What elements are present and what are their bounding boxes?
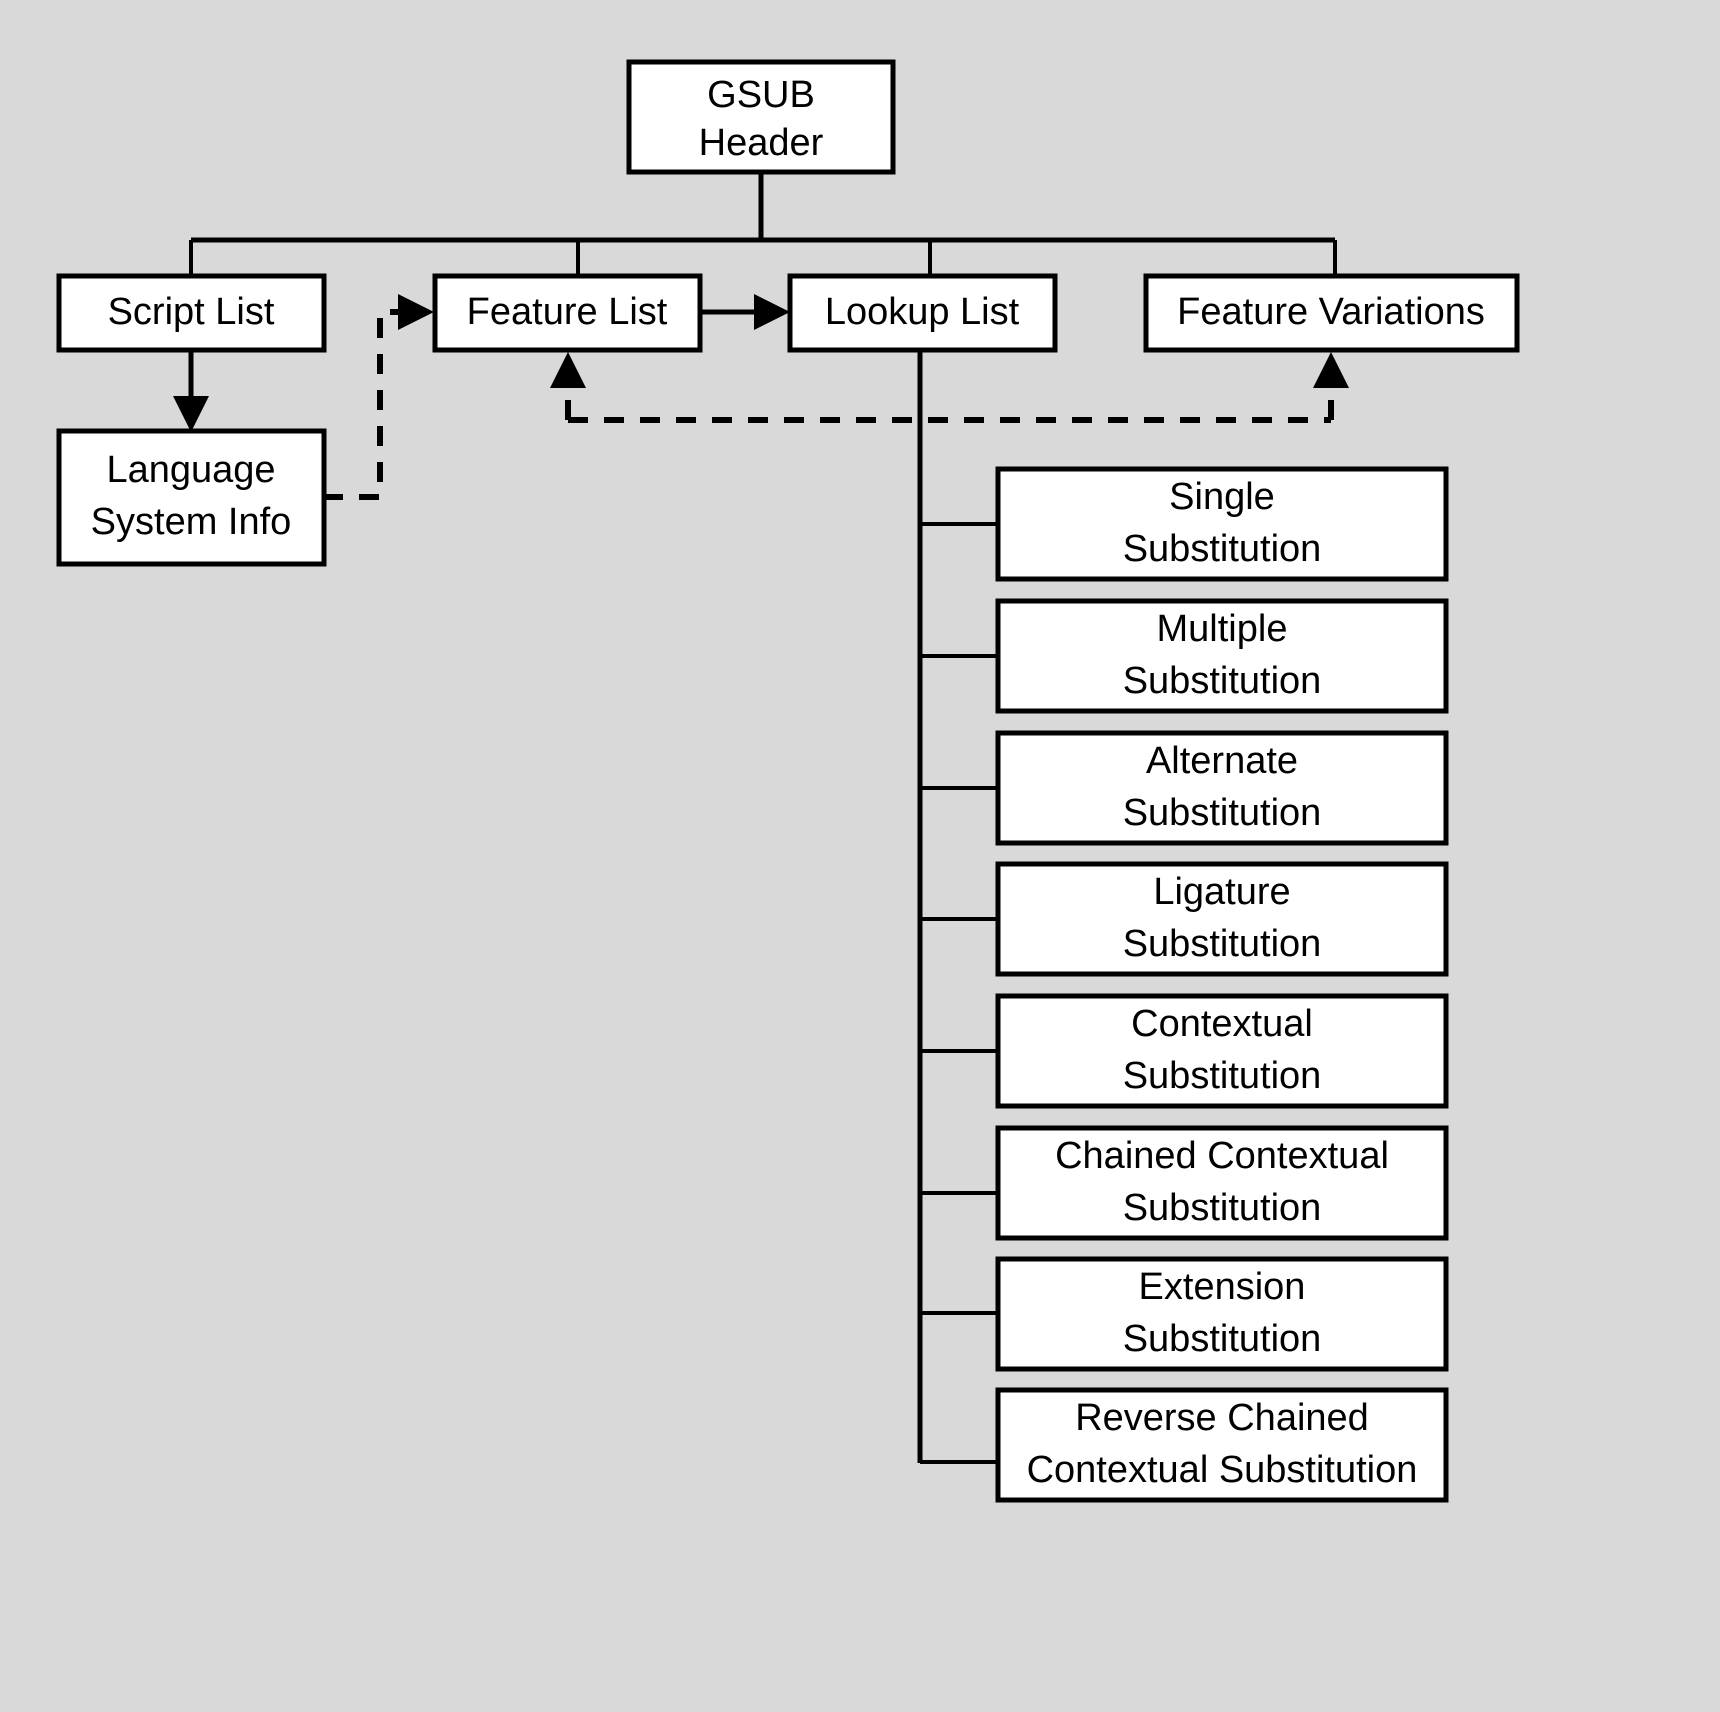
lookup-type-box <box>995 1387 1449 1503</box>
lookup-type-label-line2: Substitution <box>1123 1318 1322 1360</box>
lookup-type-box <box>995 466 1449 582</box>
node-feature-list[interactable]: Feature List <box>432 273 703 353</box>
node-feature-variations[interactable]: Feature Variations <box>1143 273 1520 353</box>
arrowhead-right-feature-list <box>398 294 434 330</box>
lookup-type-label-line1: Single <box>1169 476 1275 518</box>
node-lookup-type-multiple-substitution[interactable]: Multiple Substitution <box>995 598 1449 714</box>
lookup-type-label-line1: Reverse Chained <box>1075 1397 1369 1439</box>
node-gsub-header[interactable]: GSUB Header <box>626 59 896 175</box>
node-lookup-type-reverse-chained-contextual-substitution[interactable]: Reverse Chained Contextual Substitution <box>995 1387 1449 1503</box>
lookup-list-label: Lookup List <box>825 291 1020 333</box>
arrowhead-up-feature-list <box>550 352 586 388</box>
language-system-info-label-line1: Language <box>106 449 275 491</box>
node-script-list[interactable]: Script List <box>56 273 327 353</box>
gsub-header-box <box>626 59 896 175</box>
lookup-type-label-line2: Substitution <box>1123 923 1322 965</box>
lookup-type-box <box>995 993 1449 1109</box>
lookup-type-label-line2: Substitution <box>1123 792 1322 834</box>
node-lookup-type-ligature-substitution[interactable]: Ligature Substitution <box>995 861 1449 977</box>
lookup-type-label-line1: Alternate <box>1146 740 1298 782</box>
feature-variations-box <box>1143 273 1520 353</box>
lookup-type-box <box>995 730 1449 846</box>
node-lookup-type-alternate-substitution[interactable]: Alternate Substitution <box>995 730 1449 846</box>
arrowhead-up-feature-variations <box>1313 352 1349 388</box>
script-list-box <box>56 273 327 353</box>
node-lookup-type-extension-substitution[interactable]: Extension Substitution <box>995 1256 1449 1372</box>
language-system-info-label-line2: System Info <box>91 501 292 543</box>
lookup-type-label-line2: Contextual Substitution <box>1027 1449 1418 1491</box>
lookup-type-label-line1: Extension <box>1139 1266 1306 1308</box>
gsub-header-label-line1: GSUB <box>707 74 815 116</box>
lookup-type-box <box>995 1125 1449 1241</box>
lookup-type-label-line1: Chained Contextual <box>1055 1135 1389 1177</box>
script-list-label: Script List <box>108 291 275 333</box>
lookup-type-box <box>995 1256 1449 1372</box>
language-system-info-box <box>56 428 327 567</box>
lookup-type-label-line1: Ligature <box>1153 871 1290 913</box>
lookup-type-box <box>995 598 1449 714</box>
lookup-list-box <box>787 273 1058 353</box>
lookup-type-label-line2: Substitution <box>1123 1187 1322 1229</box>
connector-language-system-info-to-feature-list <box>323 309 406 500</box>
lookup-type-label-line1: Multiple <box>1157 608 1288 650</box>
lookup-type-box <box>995 861 1449 977</box>
arrowhead-right-lookup-list <box>754 294 790 330</box>
feature-list-label: Feature List <box>467 291 668 333</box>
gsub-header-label-line2: Header <box>699 122 824 164</box>
feature-variations-label: Feature Variations <box>1177 291 1485 333</box>
lookup-type-label-line2: Substitution <box>1123 660 1322 702</box>
node-lookup-type-single-substitution[interactable]: Single Substitution <box>995 466 1449 582</box>
feature-list-box <box>432 273 703 353</box>
lookup-type-label-line2: Substitution <box>1123 1055 1322 1097</box>
node-lookup-list[interactable]: Lookup List <box>787 273 1058 353</box>
arrowhead-down-language-system-info <box>173 396 209 432</box>
lookup-type-label-line2: Substitution <box>1123 528 1322 570</box>
node-language-system-info[interactable]: Language System Info <box>56 428 327 567</box>
lookup-type-label-line1: Contextual <box>1131 1003 1313 1045</box>
node-lookup-type-contextual-substitution[interactable]: Contextual Substitution <box>995 993 1449 1109</box>
node-lookup-type-chained-contextual-substitution[interactable]: Chained Contextual Substitution <box>995 1125 1449 1241</box>
